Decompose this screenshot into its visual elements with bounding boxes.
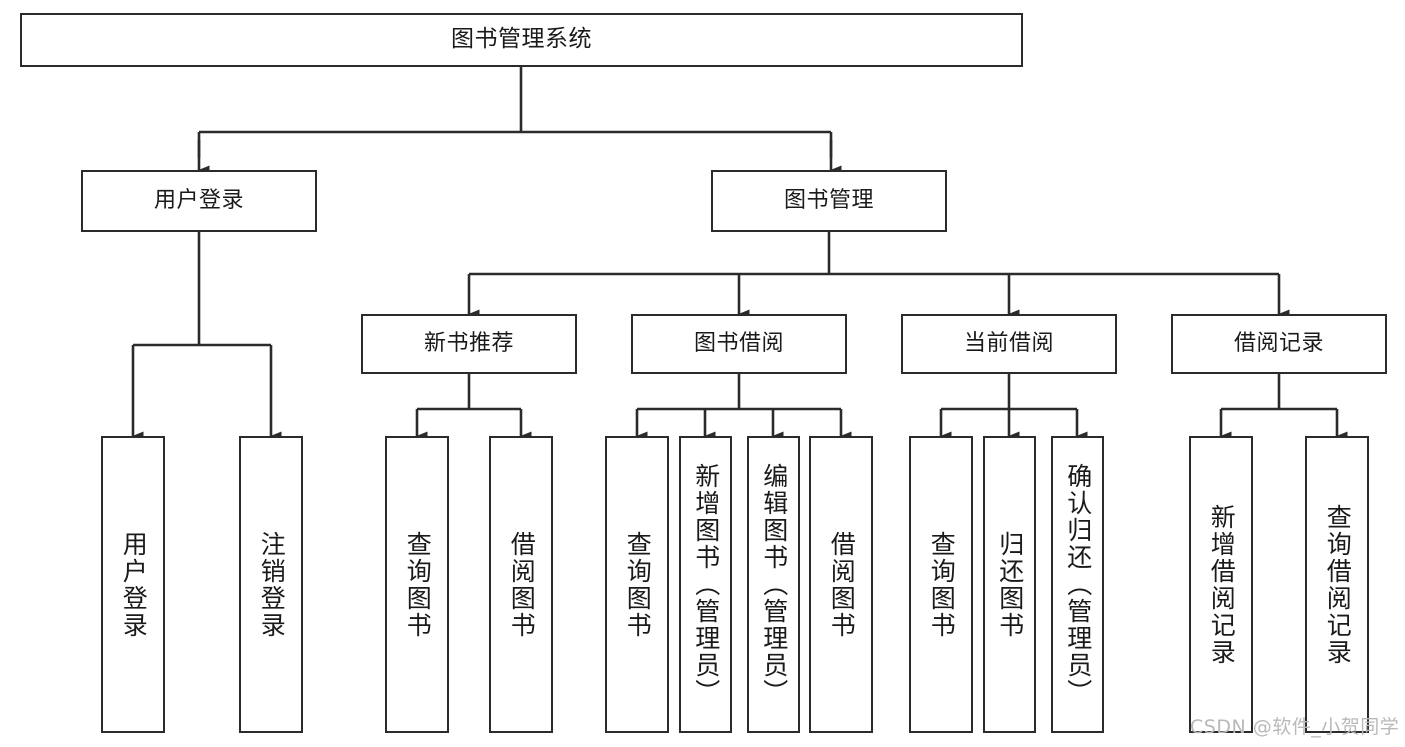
node-label: 用户登录 xyxy=(153,187,244,213)
node-leaf-query-book-borrow[interactable]: 查询图书 xyxy=(605,436,669,733)
node-leaf-return-book[interactable]: 归还图书 xyxy=(983,436,1036,733)
watermark: CSDN @软件_小贺同学 xyxy=(1190,716,1400,738)
node-label: 新增借阅记录 xyxy=(1207,503,1237,666)
node-label: 新书推荐 xyxy=(423,330,514,356)
node-leaf-query-book-recommend[interactable]: 查询图书 xyxy=(385,436,449,733)
node-borrow-record[interactable]: 借阅记录 xyxy=(1171,314,1387,374)
node-leaf-borrow-book[interactable]: 借阅图书 xyxy=(809,436,873,733)
node-label: 当前借阅 xyxy=(963,330,1054,356)
node-label: 归还图书 xyxy=(995,530,1025,639)
node-leaf-logout[interactable]: 注销登录 xyxy=(239,436,303,733)
node-leaf-borrow-book-recommend[interactable]: 借阅图书 xyxy=(489,436,553,733)
node-label: 借阅图书 xyxy=(507,530,537,639)
node-label: 查询图书 xyxy=(403,530,433,639)
node-label: 编辑图书（管理员） xyxy=(759,463,789,706)
node-leaf-confirm-return-admin[interactable]: 确认归还（管理员） xyxy=(1051,436,1104,733)
node-user-login[interactable]: 用户登录 xyxy=(81,170,317,232)
node-label: 借阅图书 xyxy=(827,530,857,639)
node-label: 图书管理 xyxy=(783,187,874,213)
node-leaf-user-login[interactable]: 用户登录 xyxy=(101,436,165,733)
node-leaf-edit-book-admin[interactable]: 编辑图书（管理员） xyxy=(747,436,800,733)
node-leaf-add-borrow-record[interactable]: 新增借阅记录 xyxy=(1189,436,1253,733)
node-book-borrow[interactable]: 图书借阅 xyxy=(631,314,847,374)
node-label: 新增图书（管理员） xyxy=(691,463,721,706)
node-label: 查询借阅记录 xyxy=(1323,503,1353,666)
node-label: 借阅记录 xyxy=(1233,330,1324,356)
node-new-book-recommend[interactable]: 新书推荐 xyxy=(361,314,577,374)
node-root-book-management-system[interactable]: 图书管理系统 xyxy=(20,13,1023,67)
node-label: 图书管理系统 xyxy=(451,26,592,53)
node-label: 确认归还（管理员） xyxy=(1063,463,1093,706)
node-label: 用户登录 xyxy=(119,530,149,639)
node-leaf-add-book-admin[interactable]: 新增图书（管理员） xyxy=(679,436,732,733)
node-label: 注销登录 xyxy=(257,530,287,639)
node-label: 查询图书 xyxy=(623,530,653,639)
node-book-management[interactable]: 图书管理 xyxy=(711,170,947,232)
node-current-borrow[interactable]: 当前借阅 xyxy=(901,314,1117,374)
node-leaf-query-borrow-record[interactable]: 查询借阅记录 xyxy=(1305,436,1369,733)
node-label: 图书借阅 xyxy=(693,330,784,356)
node-leaf-query-book-current[interactable]: 查询图书 xyxy=(909,436,973,733)
node-label: 查询图书 xyxy=(927,530,957,639)
